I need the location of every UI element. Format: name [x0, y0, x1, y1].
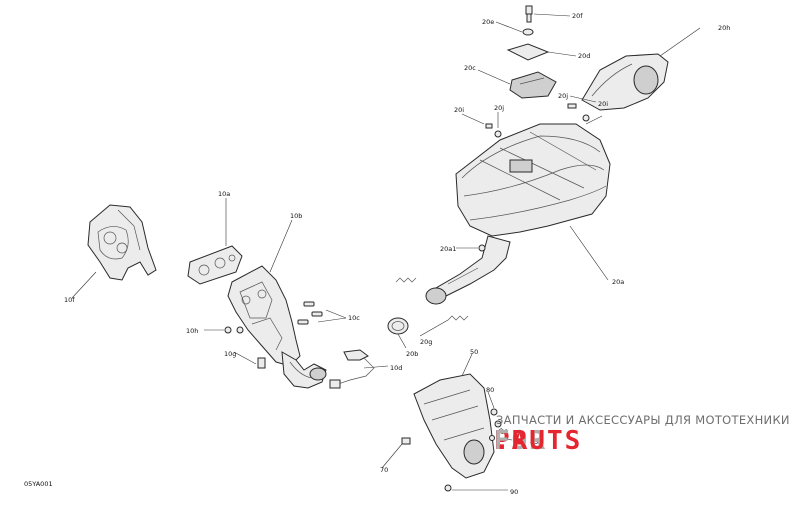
callout-20i-right: 20i	[598, 100, 608, 108]
callout-20a1: 20a1	[440, 245, 456, 253]
watermark-logo-parts: PARTS	[494, 426, 583, 456]
callout-20j-right: 20j	[558, 92, 568, 100]
callout-60: 60	[500, 428, 508, 436]
callout-20f: 20f	[572, 12, 583, 20]
bracket-plate-20d	[506, 43, 550, 61]
studs-10c	[297, 301, 323, 325]
callout-20h: 20h	[718, 24, 730, 32]
leader-lines	[71, 13, 701, 491]
bolt-10g	[257, 357, 266, 369]
rubber-mount-20c	[509, 71, 557, 99]
watermark-logo-for: FOR	[494, 426, 547, 456]
callout-10c: 10c	[348, 314, 360, 322]
callout-70: 70	[380, 466, 388, 474]
bolt-20f	[525, 5, 533, 23]
callout-10b: 10b	[290, 212, 302, 220]
muffler-inlet-pipe	[425, 235, 511, 305]
watermark-tagline: ЗАПЧАСТИ И АКСЕССУАРЫ ДЛЯ МОТОТЕХНИКИ	[496, 413, 790, 427]
spring-20g-lower	[447, 315, 469, 321]
oxygen-sensor-10d	[329, 349, 375, 389]
diagram-reference-code: 05YA001	[24, 480, 53, 488]
callout-85: 85	[530, 438, 538, 446]
sealing-ring-20b	[387, 317, 409, 335]
callout-10a: 10a	[218, 190, 230, 198]
callout-labels: 20f 20e 20d 20c 20h 20i 20j 20j 20i 10a …	[64, 12, 730, 496]
callout-10g: 10g	[224, 350, 236, 358]
callout-90: 90	[510, 488, 518, 496]
callout-20j-left: 20j	[494, 104, 504, 112]
callout-20d: 20d	[578, 52, 590, 60]
callout-10f: 10f	[64, 296, 75, 304]
watermark-logo-suffix: .RU	[494, 426, 547, 456]
callout-20a: 20a	[612, 278, 624, 286]
callout-10h: 10h	[186, 327, 198, 335]
hardware-60-70-80-85-90	[401, 408, 502, 492]
callout-20e: 20e	[482, 18, 494, 26]
heat-shield-50	[413, 373, 495, 479]
callout-10d: 10d	[390, 364, 402, 372]
callout-20c: 20c	[464, 64, 476, 72]
muffler-20a	[455, 123, 611, 237]
callout-80: 80	[486, 386, 494, 394]
spring-20g-upper	[395, 277, 417, 283]
exhaust-manifold-10b	[227, 265, 301, 367]
heat-shield-10f	[87, 204, 157, 281]
callout-50: 50	[470, 348, 478, 356]
callout-20g: 20g	[420, 338, 432, 346]
callout-20i-left: 20i	[454, 106, 464, 114]
washer-20e	[522, 28, 534, 36]
hardware-20i-20j	[478, 103, 590, 252]
gasket-10a	[187, 245, 243, 285]
callout-20b: 20b	[406, 350, 418, 358]
tailpipe-shield-20h	[581, 53, 669, 111]
nut-10h	[224, 326, 244, 334]
front-pipe	[281, 351, 327, 389]
